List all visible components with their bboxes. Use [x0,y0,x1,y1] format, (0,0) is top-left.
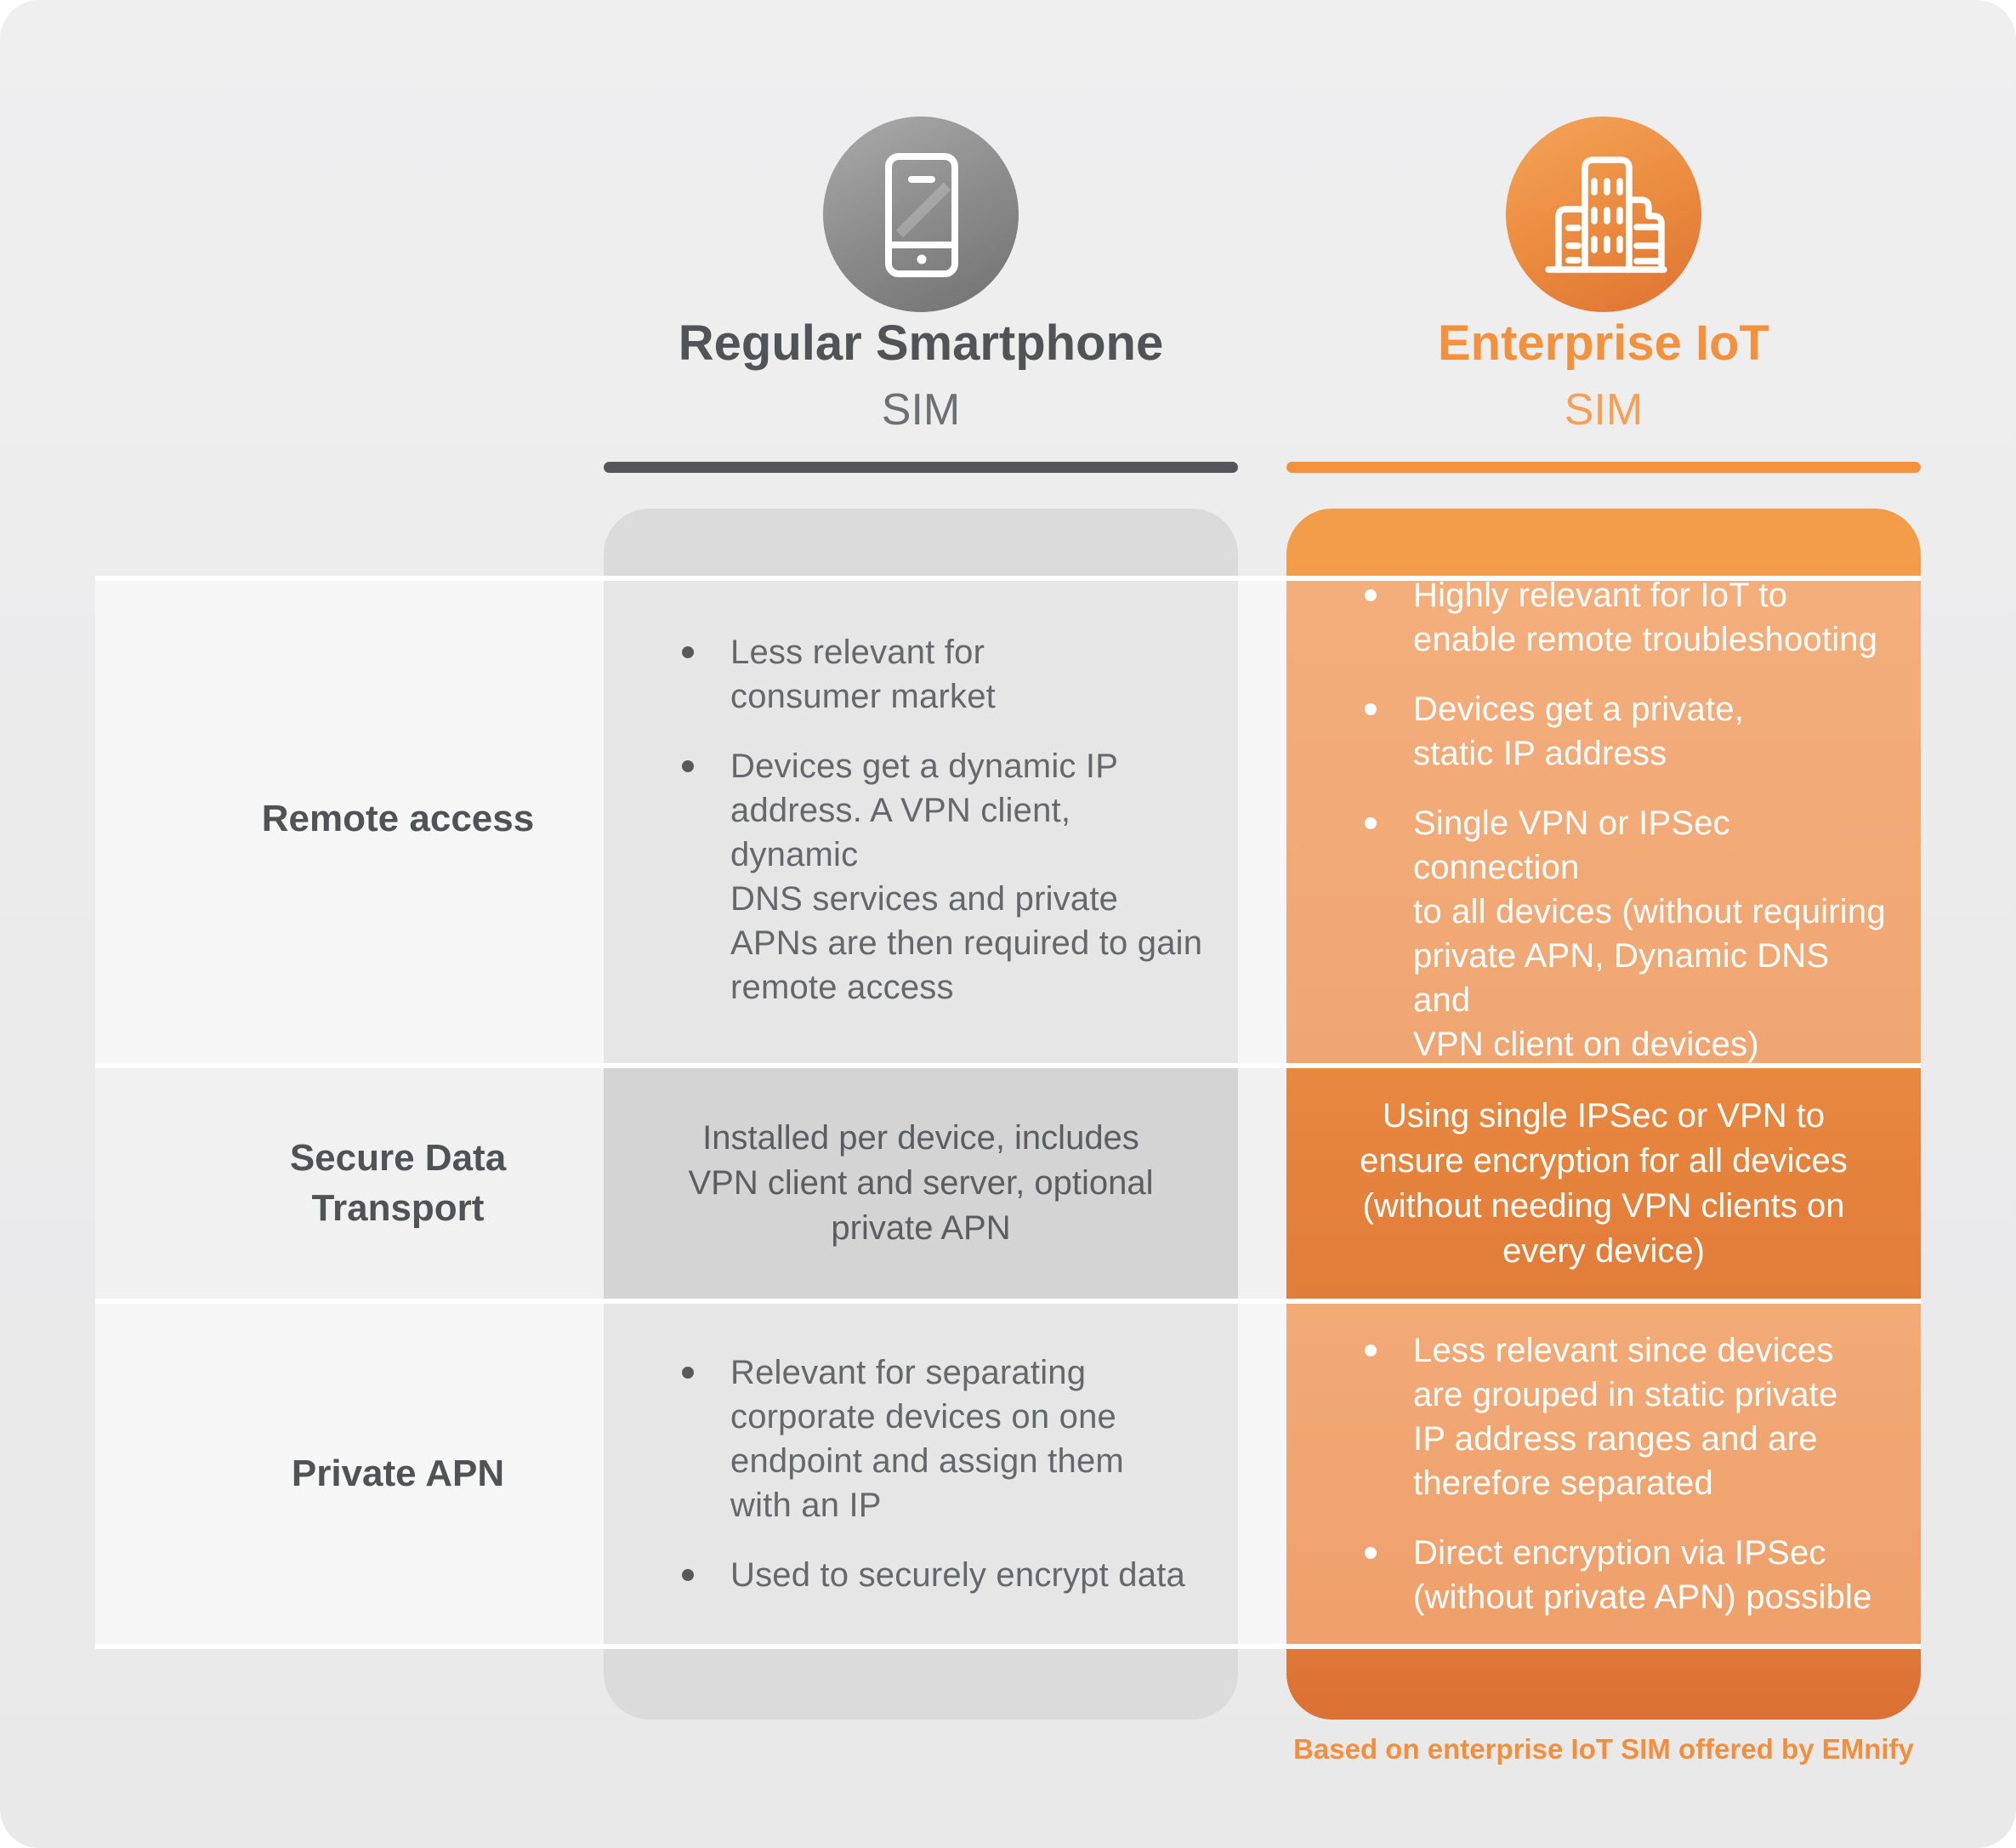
row-label-remote-access: Remote access [261,798,535,840]
bullet-text: Single VPN or IPSec connection to all de… [1413,804,1886,1063]
bullet-dot-icon [1365,1345,1377,1356]
cell-regular-secure-data-transport: Installed per device, includes VPN clien… [604,1068,1238,1299]
regular-column-title: Regular Smartphone [678,316,1164,371]
bullet-text: Devices get a dynamic IP address. A VPN … [730,747,1203,1006]
regular-header-underline [604,462,1238,473]
bullet-text: Less relevant for consumer market [730,633,996,715]
cell-regular-remote-access: Less relevant for consumer market Device… [604,576,1238,1063]
bullet-dot-icon [682,1569,694,1581]
list-item: Direct encryption via IPSec (without pri… [1365,1531,1890,1619]
row-separator [95,576,1921,581]
bullet-list: Relevant for separating corporate device… [604,1350,1238,1597]
bullet-text: Direct encryption via IPSec (without pri… [1413,1534,1872,1616]
bullet-text: Relevant for separating corporate device… [730,1354,1124,1524]
list-item: Less relevant for consumer market [682,630,1207,719]
bullet-dot-icon [1365,702,1377,715]
bullet-list: Less relevant since devices are grouped … [1286,1328,1921,1619]
bullet-list: Less relevant for consumer market Device… [604,630,1238,1009]
enterprise-header-underline [1286,462,1921,473]
row-separator [95,1299,1921,1304]
bullet-text: Highly relevant for IoT to enable remote… [1413,576,1878,658]
row-label-secure-data-transport: Secure Data Transport [289,1137,507,1229]
bullet-dot-icon [682,1367,694,1379]
bullet-text: Less relevant since devices are grouped … [1413,1332,1838,1502]
list-item: Relevant for separating corporate device… [682,1350,1207,1527]
bullet-list: Highly relevant for IoT to enable remote… [1286,573,1921,1066]
bullet-dot-icon [1365,816,1377,829]
office-buildings-icon [1545,156,1667,273]
list-item: Single VPN or IPSec connection to all de… [1365,801,1890,1066]
list-item: Used to securely encrypt data [682,1553,1207,1597]
bullet-text: Devices get a private, static IP address [1413,690,1745,772]
footer-attribution: Based on enterprise IoT SIM offered by E… [1293,1733,1914,1765]
cell-enterprise-secure-data-transport: Using single IPSec or VPN to ensure encr… [1286,1068,1921,1299]
smartphone-icon [885,153,958,277]
bullet-text: Used to securely encrypt data [730,1556,1185,1594]
bullet-dot-icon [682,759,694,772]
row-separator [95,1644,1921,1649]
list-item: Highly relevant for IoT to enable remote… [1365,573,1890,662]
list-item: Devices get a dynamic IP address. A VPN … [682,744,1207,1009]
cell-text: Installed per device, includes VPN clien… [688,1119,1154,1247]
cell-regular-private-apn: Relevant for separating corporate device… [604,1304,1238,1644]
cell-enterprise-remote-access: Highly relevant for IoT to enable remote… [1286,576,1921,1063]
regular-column-subtitle: SIM [881,385,961,435]
regular-sim-badge [823,117,1019,312]
enterprise-iot-badge [1506,117,1701,312]
list-item: Less relevant since devices are grouped … [1365,1328,1890,1505]
row-label-private-apn: Private APN [291,1452,505,1494]
bullet-dot-icon [1365,1547,1377,1559]
cell-enterprise-private-apn: Less relevant since devices are grouped … [1286,1304,1921,1644]
list-item: Devices get a private, static IP address [1365,687,1890,776]
enterprise-column-title: Enterprise IoT [1438,316,1769,371]
bullet-dot-icon [682,645,694,658]
cell-text: Using single IPSec or VPN to ensure encr… [1360,1096,1848,1270]
bullet-dot-icon [1365,589,1377,601]
enterprise-column-subtitle: SIM [1564,385,1644,435]
row-separator [95,1063,1921,1068]
